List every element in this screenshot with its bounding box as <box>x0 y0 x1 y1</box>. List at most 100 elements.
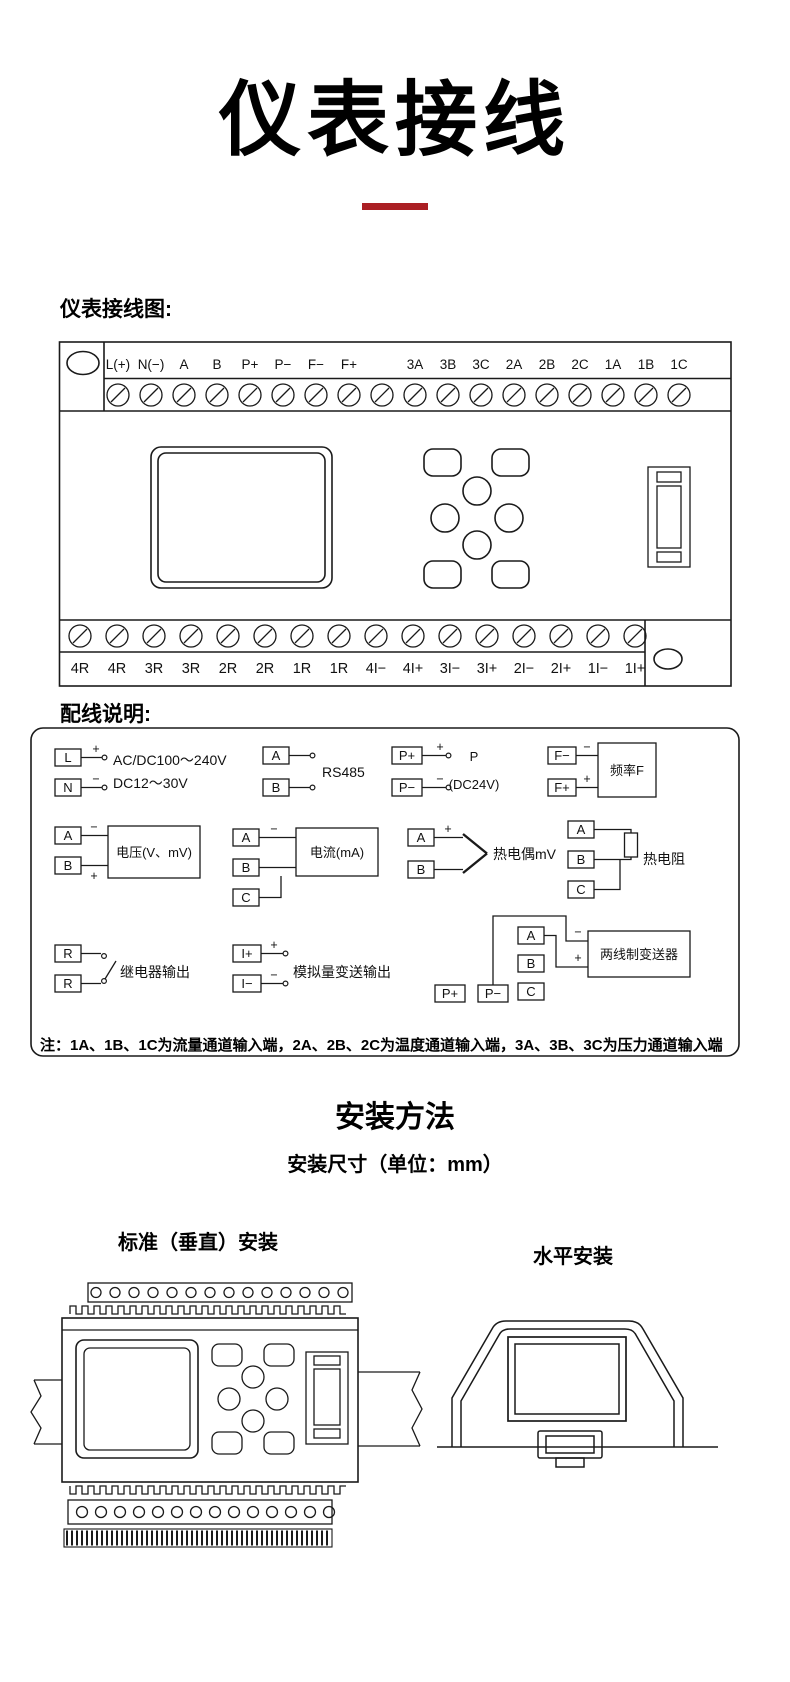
polarity-sign: − <box>92 772 99 786</box>
wiring-voltage-group: A B − + 电压(V、mV) <box>54 820 201 883</box>
wiring-analog-output-group: I+ I− + − 模拟量变送输出 <box>232 938 391 993</box>
group-label: RS485 <box>322 764 365 780</box>
top-terminal-labels: L(+) N(−) A B P+ P− F− F+ 3A 3B 3C 2A 2B… <box>106 357 688 372</box>
polarity-sign: − <box>436 772 443 786</box>
terminal-box-label: B <box>527 956 536 971</box>
wiring-thermocouple-group: A B + 热电偶mV <box>407 822 557 879</box>
wiring-power-group: L N + − AC/DC100～240V DC12～30V <box>54 742 227 797</box>
device-wiring-diagram: L(+) N(−) A B P+ P− F− F+ 3A 3B 3C 2A 2B… <box>58 341 732 687</box>
wiring-notes-section-label: 配线说明: <box>60 703 151 726</box>
terminal-box-label: C <box>241 890 250 905</box>
terminal-label: 3C <box>472 357 490 372</box>
thermocouple-junction-icon <box>462 833 488 874</box>
left-break-mark <box>30 1379 62 1445</box>
terminal-label: B <box>212 357 221 372</box>
polarity-sign: + <box>436 740 443 754</box>
bottom-terminal-labels: 4R 4R 3R 3R 2R 2R 1R 1R 4I− 4I+ 3I− 3I+ … <box>71 661 646 677</box>
mount-hole-top-left <box>66 350 100 376</box>
horizontal-install-diagram <box>437 1320 718 1468</box>
terminal-box-label: P− <box>399 780 415 795</box>
polarity-sign: + <box>90 869 97 883</box>
terminal-box-label: B <box>417 862 426 877</box>
display-window <box>150 446 333 589</box>
terminal-box-label: I− <box>241 976 252 991</box>
terminal-label: 3R <box>182 661 201 677</box>
terminal-label: 1R <box>330 661 349 677</box>
terminal-label: F− <box>308 357 324 372</box>
polarity-sign: − <box>574 925 581 939</box>
terminal-box-label: R <box>63 946 72 961</box>
polarity-sign: + <box>583 772 590 786</box>
terminal-label: 4I− <box>366 661 387 677</box>
terminal-box-label: C <box>526 984 535 999</box>
polarity-sign: − <box>90 820 97 834</box>
terminal-box-label: A <box>64 828 73 843</box>
polarity-sign: − <box>270 822 277 836</box>
wiring-box-border <box>30 727 740 1057</box>
button-cluster <box>423 448 530 589</box>
terminal-box-label: I+ <box>241 946 252 961</box>
top-castellation-strip <box>69 1305 346 1315</box>
wiring-relay-group: R R 继电器输出 <box>54 944 190 993</box>
terminal-label: P− <box>275 357 292 372</box>
terminal-label: F+ <box>341 357 357 372</box>
terminal-box-label: A <box>242 830 251 845</box>
wiring-frequency-group: F− F+ − + 频率F <box>547 740 657 798</box>
bottom-screw-terminals <box>68 624 647 648</box>
top-screw-terminals <box>106 383 691 407</box>
terminal-box-label: B <box>64 858 73 873</box>
terminal-label: 2I− <box>514 661 535 677</box>
group-label: (DC24V) <box>449 777 500 792</box>
vertical-install-diagram <box>30 1282 423 1548</box>
group-label: 继电器输出 <box>120 964 190 980</box>
install-method-title: 安装方法 <box>335 1101 455 1134</box>
terminal-label: 1R <box>293 661 312 677</box>
wiring-rtd-group: A B C 热电阻 <box>567 820 685 899</box>
mount-hole-bottom-right <box>653 648 683 670</box>
terminal-box-label: F− <box>554 748 570 763</box>
terminal-box-label: P− <box>485 986 501 1001</box>
terminal-label: 1B <box>638 357 655 372</box>
din-rail-clip <box>537 1430 603 1468</box>
terminal-box-label: B <box>272 780 281 795</box>
terminal-label: 3R <box>145 661 164 677</box>
terminal-label: P+ <box>242 357 259 372</box>
wiring-sensor-power-group: P+ P− + − P (DC24V) <box>391 740 500 797</box>
terminal-label: 4I+ <box>403 661 424 677</box>
top-terminal-strip <box>87 1282 353 1303</box>
terminal-label: 2I+ <box>551 661 572 677</box>
polarity-sign: + <box>92 742 99 756</box>
wiring-instructions-diagram: L N + − AC/DC100～240V DC12～30V A B RS485… <box>30 727 740 1057</box>
polarity-sign: + <box>444 822 451 836</box>
device-profile-outer <box>451 1320 684 1447</box>
display-window <box>507 1336 627 1422</box>
terminal-label: 2C <box>571 357 589 372</box>
terminal-box-label: A <box>272 748 281 763</box>
terminal-box-label: N <box>63 780 72 795</box>
relay-switch-icon <box>100 952 117 984</box>
device-outline <box>58 341 732 687</box>
terminal-label: 1A <box>605 357 622 372</box>
group-label: 热电阻 <box>643 851 685 867</box>
group-label: 电压(V、mV) <box>116 845 192 860</box>
button-cluster <box>211 1343 295 1455</box>
terminal-box-label: A <box>417 830 426 845</box>
wiring-diagram-section-label: 仪表接线图: <box>60 298 172 321</box>
terminal-label: 4R <box>71 661 90 677</box>
terminal-box-label: A <box>527 928 536 943</box>
terminal-label: 1I+ <box>625 661 646 677</box>
wiring-transmitter-group: A B C P+ P− 两线制变送器 − + <box>434 915 691 1003</box>
group-label: 热电偶mV <box>493 846 557 862</box>
polarity-sign: + <box>270 938 277 952</box>
polarity-sign: − <box>583 740 590 754</box>
terminal-box-label: C <box>576 882 585 897</box>
device-body <box>61 1317 359 1483</box>
terminal-box-label: P+ <box>442 986 458 1001</box>
terminal-label: A <box>179 357 188 372</box>
channel-note: 注：1A、1B、1C为流量通道输入端，2A、2B、2C为温度通道输入端，3A、3… <box>40 1037 723 1054</box>
side-connector <box>647 466 691 568</box>
terminal-label: 2A <box>506 357 523 372</box>
terminal-label: 2R <box>219 661 238 677</box>
polarity-sign: + <box>574 951 581 965</box>
